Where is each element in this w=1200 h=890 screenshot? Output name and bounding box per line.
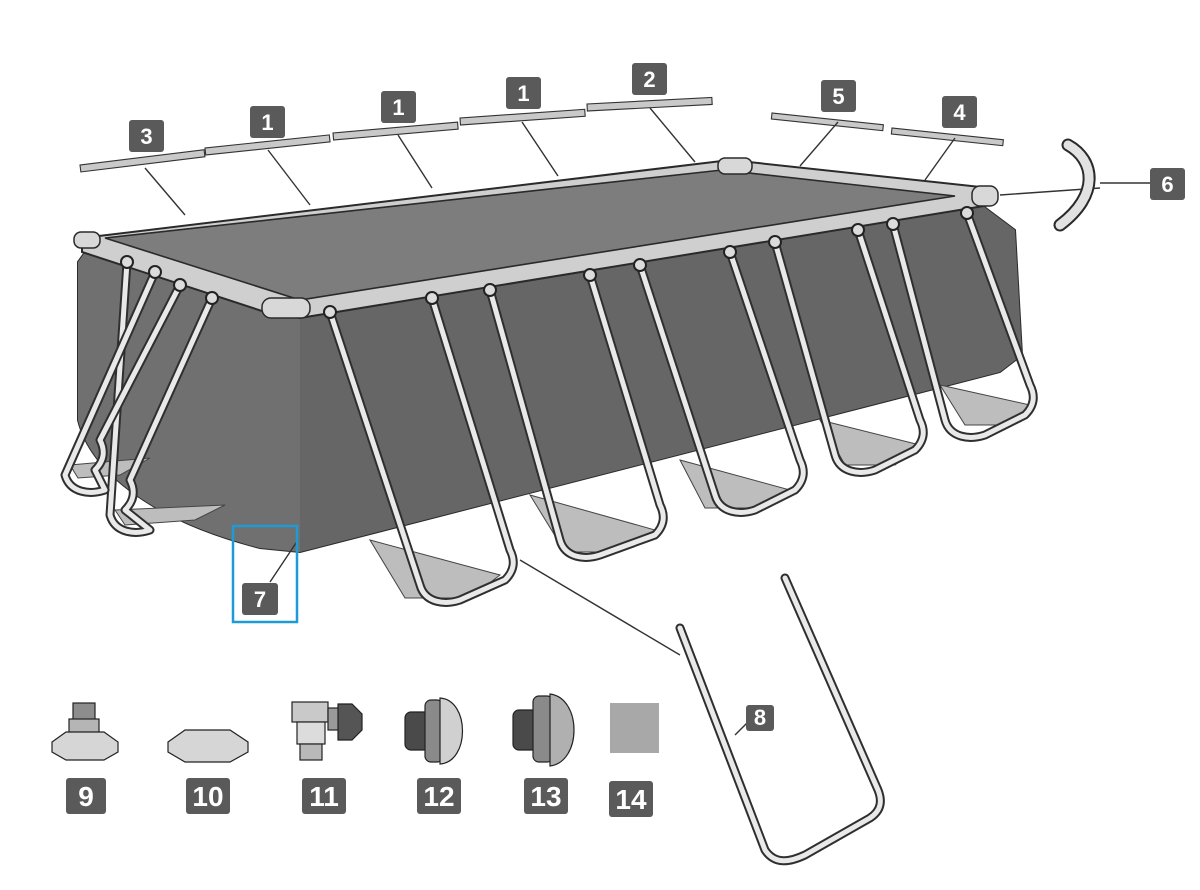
rail-4 bbox=[890, 127, 1004, 147]
rail-1c bbox=[459, 108, 586, 126]
leg-socket-7-1 bbox=[148, 265, 162, 279]
callout-3: 3 bbox=[129, 120, 164, 152]
frame-leg-inner-7 bbox=[62, 269, 183, 495]
callout-9: 9 bbox=[66, 778, 106, 814]
leg-socket-4-2 bbox=[851, 223, 865, 237]
frame-leg-inner-2 bbox=[487, 272, 666, 560]
rail-1b bbox=[332, 121, 459, 141]
leg-socket-6-1 bbox=[120, 255, 134, 269]
frame-legs bbox=[60, 206, 1038, 607]
rail-3 bbox=[79, 149, 206, 173]
svg-text:3: 3 bbox=[140, 124, 152, 149]
part-10-cap bbox=[167, 729, 249, 763]
svg-text:9: 9 bbox=[78, 781, 94, 812]
leg-socket-2-2 bbox=[583, 268, 597, 282]
callout-4: 4 bbox=[942, 96, 977, 128]
leg-socket-1-1 bbox=[323, 305, 337, 319]
leg-socket-7-2 bbox=[173, 278, 187, 292]
svg-text:7: 7 bbox=[254, 587, 266, 612]
frame-leg-inner-6 bbox=[107, 259, 215, 535]
top-rails bbox=[79, 96, 1004, 173]
svg-text:1: 1 bbox=[392, 95, 404, 120]
callout-10: 10 bbox=[186, 778, 230, 814]
leg-socket-2-1 bbox=[483, 283, 497, 297]
svg-text:12: 12 bbox=[423, 781, 454, 812]
callout-1b: 1 bbox=[381, 91, 416, 123]
corner-connector-back bbox=[717, 157, 753, 175]
leg-socket-4-1 bbox=[768, 235, 782, 249]
frame-leg-inner-3 bbox=[637, 249, 806, 515]
corner-connector-left bbox=[73, 231, 101, 249]
leg-socket-5-2 bbox=[960, 206, 974, 220]
part-13-outlet-fitting bbox=[512, 693, 575, 767]
svg-text:5: 5 bbox=[832, 84, 844, 109]
part-12-inlet-fitting bbox=[404, 697, 464, 765]
svg-text:2: 2 bbox=[643, 67, 655, 92]
frame-leg-inner-5 bbox=[890, 210, 1036, 440]
rail-2 bbox=[586, 96, 713, 112]
leg-socket-5-1 bbox=[886, 217, 900, 231]
callout-1a: 1 bbox=[250, 106, 285, 138]
callout-12: 12 bbox=[417, 778, 461, 814]
corner-connector-front bbox=[261, 297, 311, 319]
svg-text:8: 8 bbox=[754, 705, 766, 730]
callout-1c: 1 bbox=[506, 77, 541, 109]
pool-water-surface bbox=[104, 169, 956, 301]
callout-14: 14 bbox=[609, 781, 653, 817]
callout-2: 2 bbox=[632, 63, 667, 95]
callout-7: 7 bbox=[242, 583, 278, 615]
svg-text:11: 11 bbox=[309, 781, 339, 812]
leg-socket-3-1 bbox=[633, 258, 647, 272]
leg-socket-1-2 bbox=[425, 291, 439, 305]
svg-text:10: 10 bbox=[192, 781, 223, 812]
svg-text:13: 13 bbox=[530, 781, 561, 812]
svg-text:1: 1 bbox=[261, 110, 273, 135]
detached-leg-part-8 bbox=[675, 573, 885, 866]
callout-5: 5 bbox=[821, 80, 856, 112]
part-9-strainer-connector bbox=[51, 702, 119, 761]
frame-leg-inner-4 bbox=[772, 227, 926, 475]
rail-5 bbox=[770, 112, 884, 132]
leg-socket-3-2 bbox=[723, 245, 737, 259]
highlight-box-7 bbox=[231, 524, 299, 624]
rail-1a bbox=[204, 134, 331, 156]
part-14-swatch bbox=[610, 703, 659, 753]
frame-leg-inner-1 bbox=[327, 295, 516, 605]
svg-text:1: 1 bbox=[517, 81, 529, 106]
part-11-valve bbox=[291, 701, 363, 761]
callout-6: 6 bbox=[1150, 168, 1185, 200]
callout-13: 13 bbox=[524, 778, 568, 814]
callout-11: 11 bbox=[302, 778, 346, 814]
corner-connector-right bbox=[971, 185, 999, 207]
svg-text:4: 4 bbox=[953, 100, 966, 125]
svg-text:14: 14 bbox=[615, 784, 647, 815]
leg-socket-6-2 bbox=[205, 291, 219, 305]
callout-8: 8 bbox=[746, 705, 774, 731]
svg-text:6: 6 bbox=[1161, 172, 1173, 197]
